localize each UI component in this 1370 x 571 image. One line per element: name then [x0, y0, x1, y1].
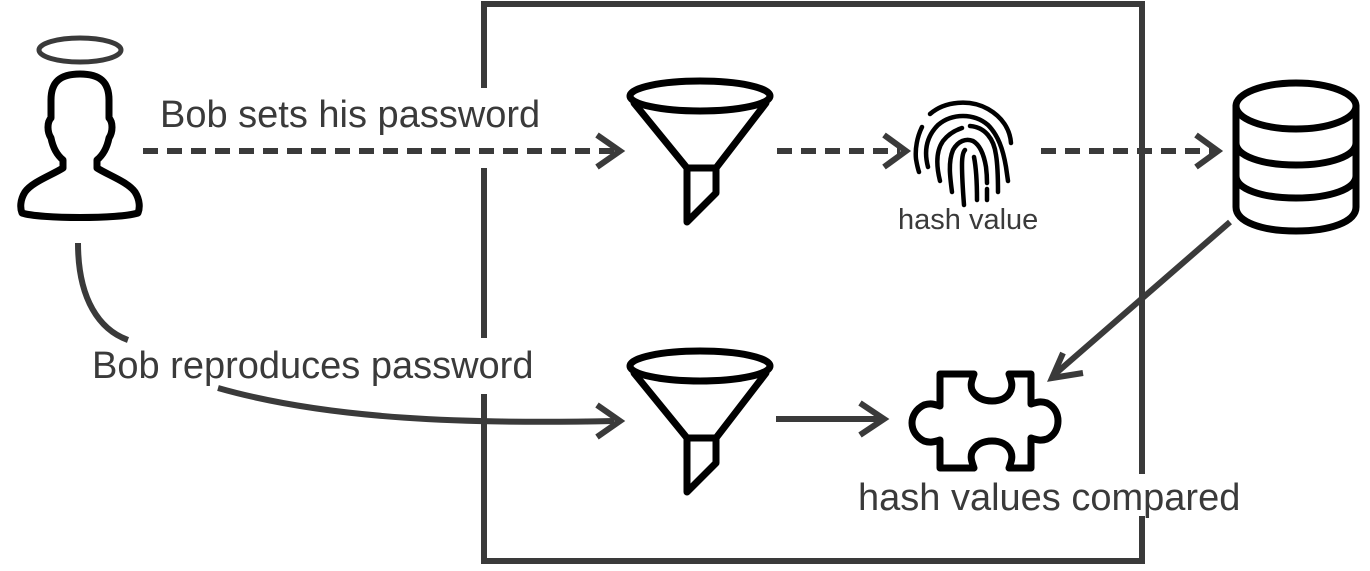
label-hash-value: hash value	[898, 204, 1038, 236]
funnel-icon	[626, 347, 774, 496]
fingerprint-icon	[913, 100, 1014, 208]
curve-segment-upper	[75, 242, 130, 343]
arrowhead	[882, 132, 912, 170]
database-icon	[1232, 79, 1360, 235]
edge-user-to-hash-function-set	[143, 132, 626, 170]
solid-line	[1052, 219, 1232, 378]
arrowhead	[1194, 132, 1224, 170]
edge-hash-function-to-hash-value	[777, 132, 912, 170]
label-set-password: Bob sets his password	[160, 94, 540, 136]
edge-user-to-hash-function-verify	[75, 242, 626, 440]
arrowhead	[595, 132, 626, 170]
frame-gap-middle	[470, 338, 500, 394]
label-hash-values-compared: hash values compared	[858, 477, 1240, 519]
edge-hash-value-to-database	[1041, 132, 1224, 170]
system-boundary-frame	[481, 1, 1145, 564]
arrowhead	[595, 402, 626, 440]
halo-icon	[36, 35, 124, 65]
frame-gap-top	[470, 88, 500, 168]
curve-segment-lower	[217, 385, 615, 425]
arrowhead	[858, 400, 890, 438]
edge-database-to-comparison	[1047, 219, 1232, 382]
arrowhead	[1047, 351, 1084, 382]
user-with-halo-icon	[17, 35, 143, 221]
user-silhouette-icon	[17, 70, 143, 221]
funnel-icon	[626, 77, 774, 226]
label-reproduce-password: Bob reproduces password	[92, 345, 533, 387]
edge-hash-function-to-comparison	[776, 400, 890, 438]
puzzle-piece-icon	[908, 370, 1062, 472]
frame-gap-bottom	[1128, 474, 1158, 516]
